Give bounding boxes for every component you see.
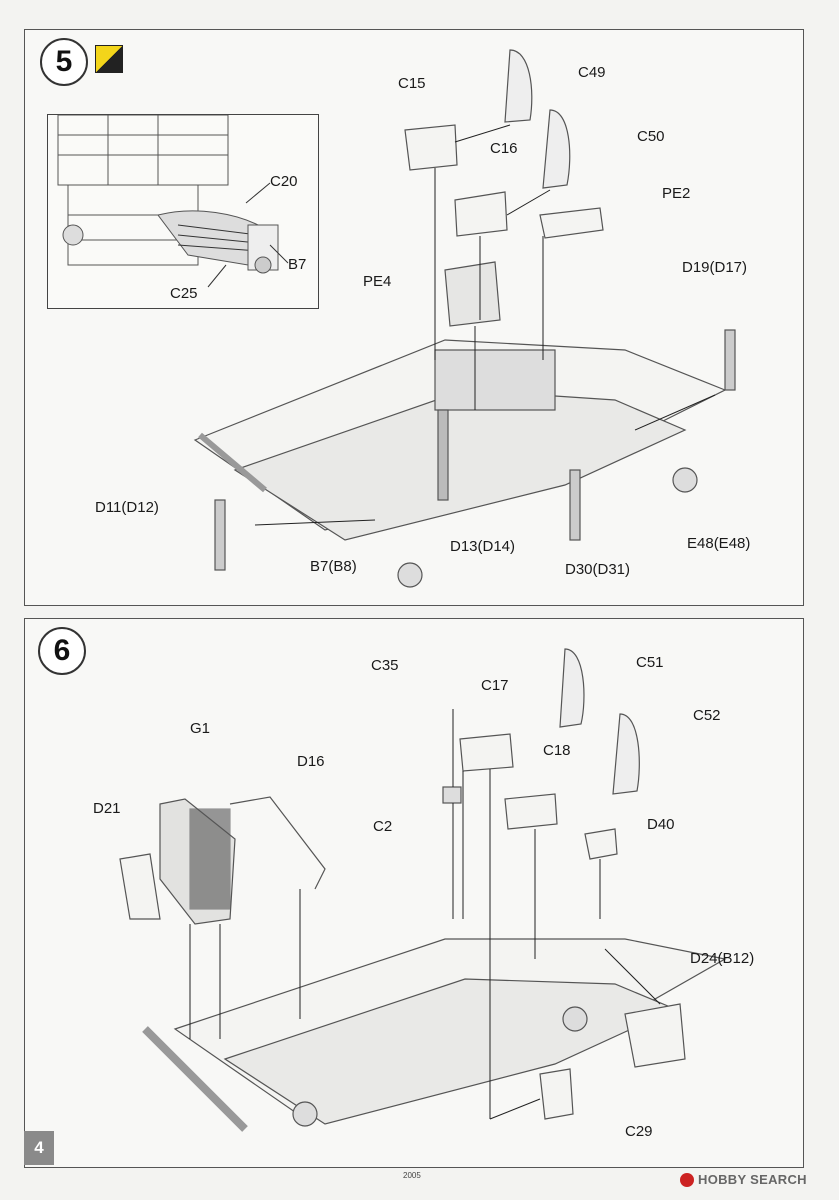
label-c50: C50 bbox=[637, 128, 665, 145]
label-e48: E48(E48) bbox=[687, 535, 751, 552]
label-d19: D19(D17) bbox=[682, 259, 748, 276]
inset-detail-view: C20 B7 C25 bbox=[47, 114, 319, 309]
step-5-drawing bbox=[193, 49, 736, 588]
label-g1: G1 bbox=[190, 720, 211, 737]
label-c49: C49 bbox=[578, 64, 606, 81]
label-b7b8: B7(B8) bbox=[310, 558, 357, 575]
label-c2: C2 bbox=[373, 818, 393, 835]
watermark-logo-icon bbox=[680, 1172, 694, 1187]
label-d30: D30(D31) bbox=[565, 561, 631, 578]
watermark: HOBBY SEARCH bbox=[680, 1172, 807, 1187]
watermark-text: HOBBY SEARCH bbox=[698, 1172, 807, 1187]
step-6-drawing bbox=[119, 648, 727, 1132]
paint-color-icon bbox=[95, 45, 123, 73]
label-c20: C20 bbox=[270, 173, 298, 190]
label-c51: C51 bbox=[636, 654, 664, 671]
label-c15: C15 bbox=[398, 75, 426, 92]
label-d21: D21 bbox=[93, 800, 121, 817]
page-number: 4 bbox=[24, 1131, 54, 1165]
label-c29: C29 bbox=[625, 1123, 653, 1140]
step-5-number: 5 bbox=[40, 38, 88, 86]
label-pe2: PE2 bbox=[662, 185, 691, 202]
label-c17: C17 bbox=[481, 677, 509, 694]
label-d16: D16 bbox=[297, 753, 325, 770]
footer-code: 2005 bbox=[403, 1171, 421, 1180]
label-d24: D24(B12) bbox=[690, 950, 755, 967]
label-c35: C35 bbox=[371, 657, 399, 674]
label-d11: D11(D12) bbox=[95, 499, 159, 516]
inset-leader-lines bbox=[207, 182, 289, 288]
label-d40: D40 bbox=[647, 816, 675, 833]
label-c16: C16 bbox=[490, 140, 518, 157]
step-6-number: 6 bbox=[38, 627, 86, 675]
step-5-panel: 5 C20 B7 C25 bbox=[24, 29, 804, 606]
label-pe4: PE4 bbox=[363, 273, 392, 290]
label-c25: C25 bbox=[170, 285, 198, 302]
label-c18: C18 bbox=[543, 742, 571, 759]
label-c52: C52 bbox=[693, 707, 721, 724]
label-d13: D13(D14) bbox=[450, 538, 516, 555]
label-b7: B7 bbox=[288, 256, 307, 273]
inset-drawing bbox=[57, 115, 279, 274]
step-6-panel: 6 bbox=[24, 618, 804, 1168]
